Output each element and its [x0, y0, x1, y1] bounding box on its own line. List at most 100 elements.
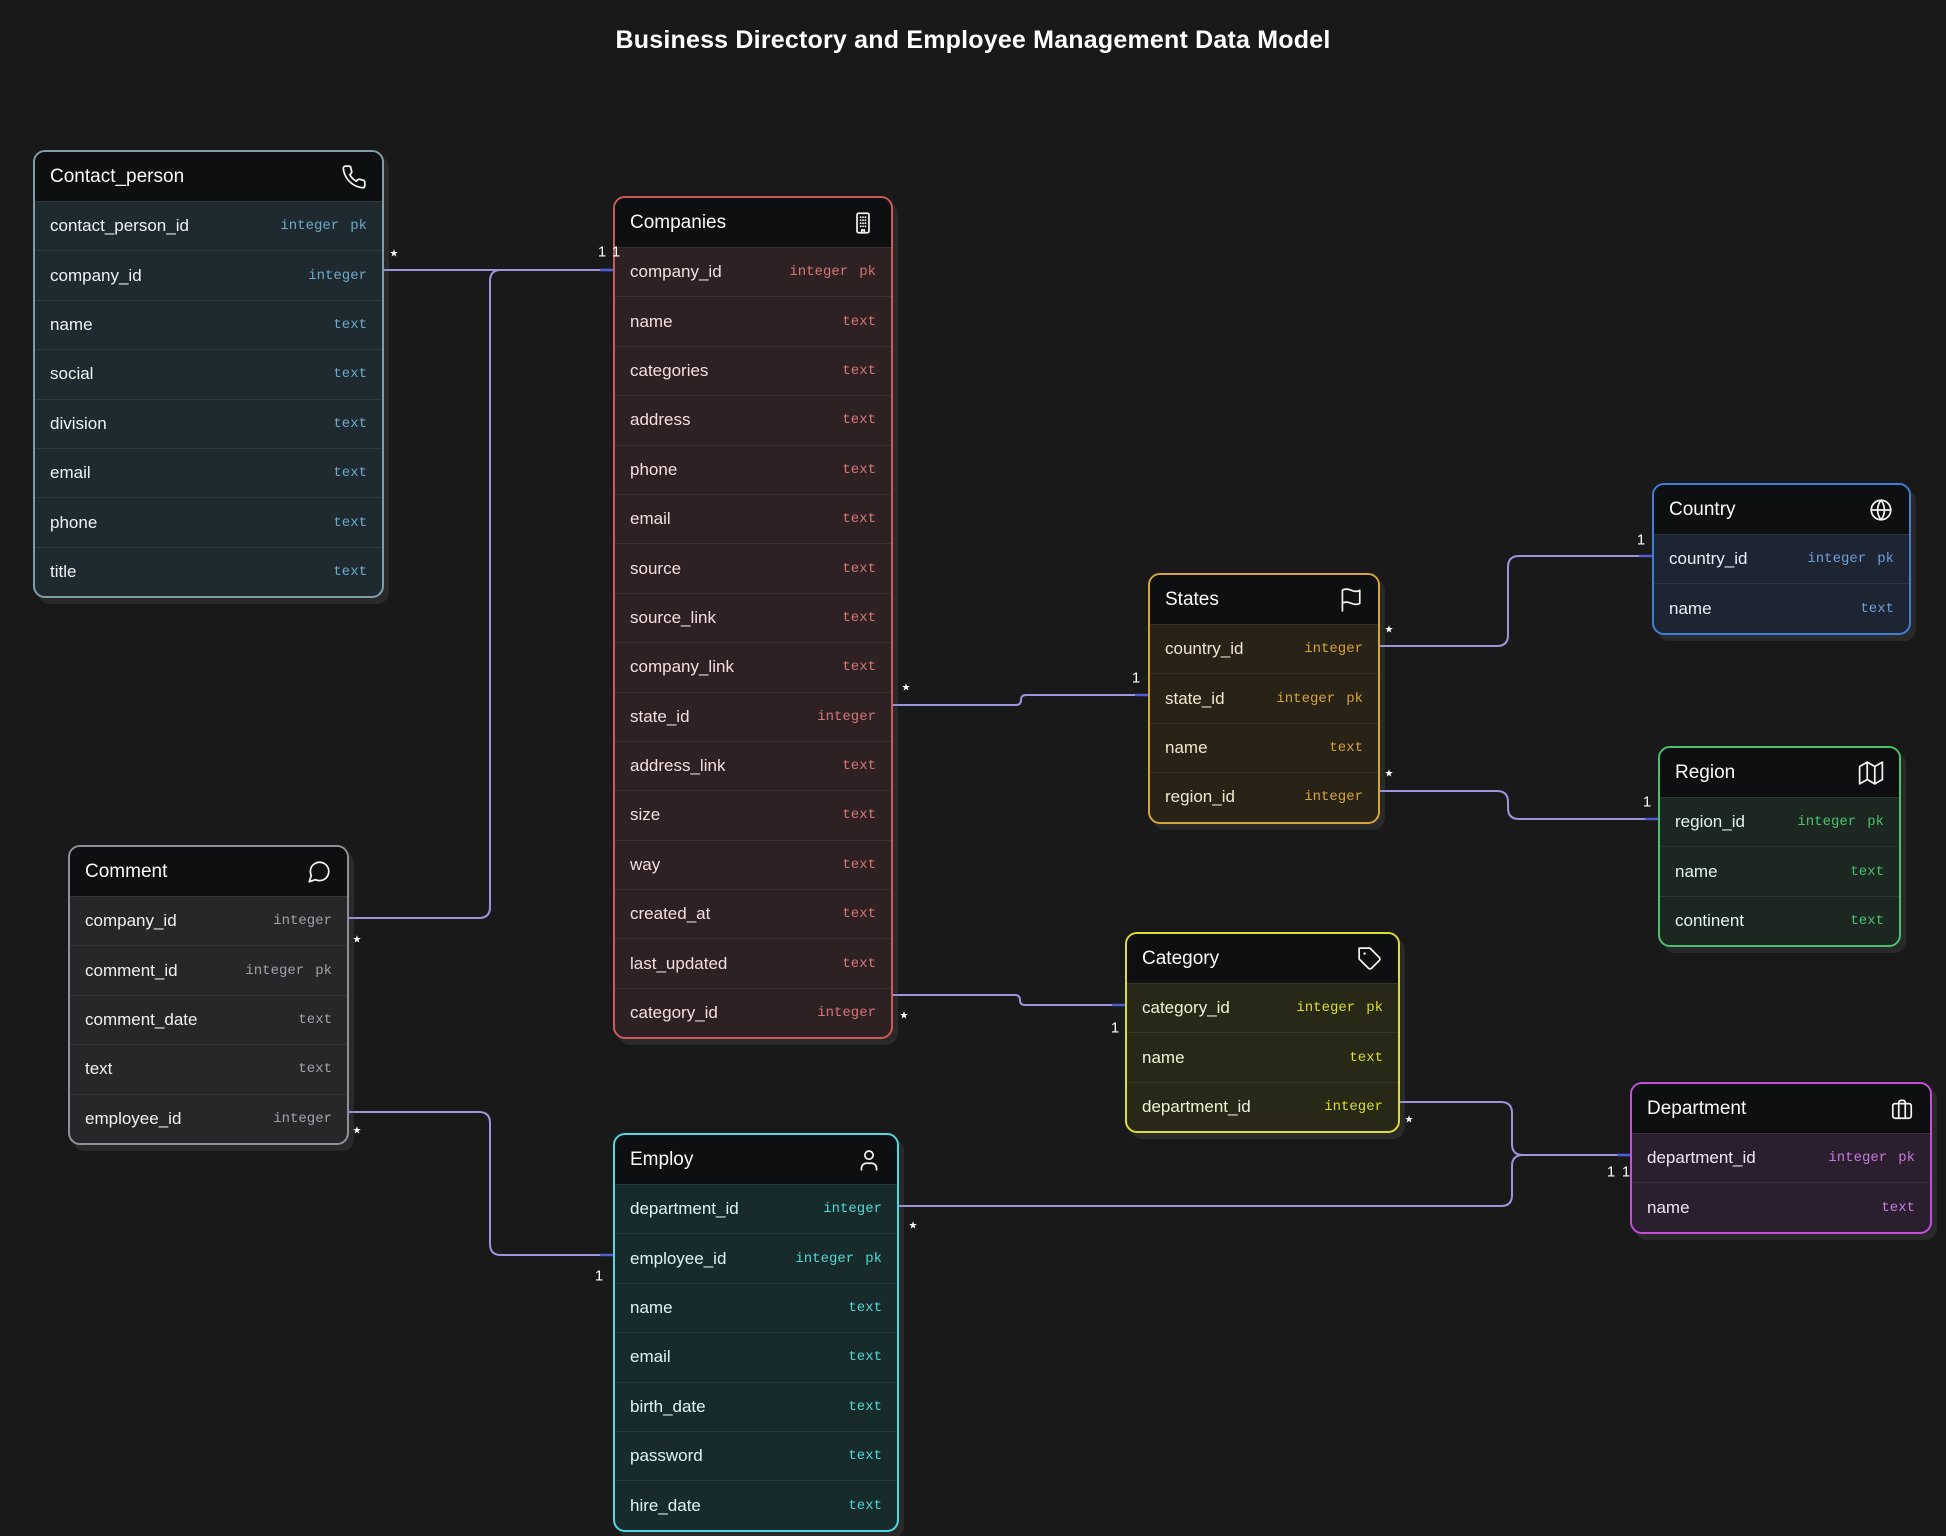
connection-Employ.department_id-to-Department.department_id[interactable] — [899, 1154, 1630, 1207]
primary-key-badge: pk — [350, 218, 367, 235]
connection-Companies.category_id-to-Category.category_id[interactable] — [893, 994, 1125, 1006]
field-name: address — [630, 410, 691, 430]
field-type: text — [842, 511, 876, 528]
connection-Comment.company_id-to-Companies.company_id[interactable] — [349, 269, 613, 919]
field-name: social — [50, 364, 94, 384]
connection-Category.department_id-to-Department.department_id[interactable] — [1400, 1101, 1630, 1156]
cardinality-label: 1 — [597, 243, 607, 261]
building-icon — [850, 210, 876, 236]
field-type: text — [333, 563, 367, 580]
field-type: text — [333, 465, 367, 482]
connection-States.country_id-to-Country.country_id[interactable] — [1380, 555, 1652, 647]
cardinality-label: ★ — [899, 1010, 909, 1022]
table-header-region[interactable]: Region — [1660, 748, 1899, 797]
table-header-states[interactable]: States — [1150, 575, 1378, 624]
field-name: last_updated — [630, 953, 728, 973]
table-title: Contact_person — [50, 165, 185, 187]
diagram-title: Business Directory and Employee Manageme… — [615, 26, 1331, 54]
table-title: States — [1165, 588, 1219, 610]
table-header-country[interactable]: Country — [1654, 485, 1909, 534]
table-header-category[interactable]: Category — [1127, 934, 1398, 983]
field-name: source — [630, 558, 682, 578]
table-header-department[interactable]: Department — [1632, 1084, 1930, 1133]
connection-States.region_id-to-Region.region_id[interactable] — [1380, 790, 1658, 820]
field-name: company_id — [630, 262, 722, 282]
field-type: text — [848, 1349, 882, 1366]
table-header-employ[interactable]: Employ — [615, 1135, 897, 1184]
field-name: phone — [50, 512, 98, 532]
field-type: text — [298, 1011, 332, 1028]
table-header-companies[interactable]: Companies — [615, 198, 891, 247]
connection-Companies.state_id-to-States.state_id[interactable] — [893, 694, 1148, 706]
connection-Comment.employee_id-to-Employ.employee_id[interactable] — [349, 1111, 613, 1256]
cardinality-label: 1 — [1642, 793, 1652, 811]
table-header-comment[interactable]: Comment — [70, 847, 347, 896]
table-header-contact_person[interactable]: Contact_person — [35, 152, 382, 201]
